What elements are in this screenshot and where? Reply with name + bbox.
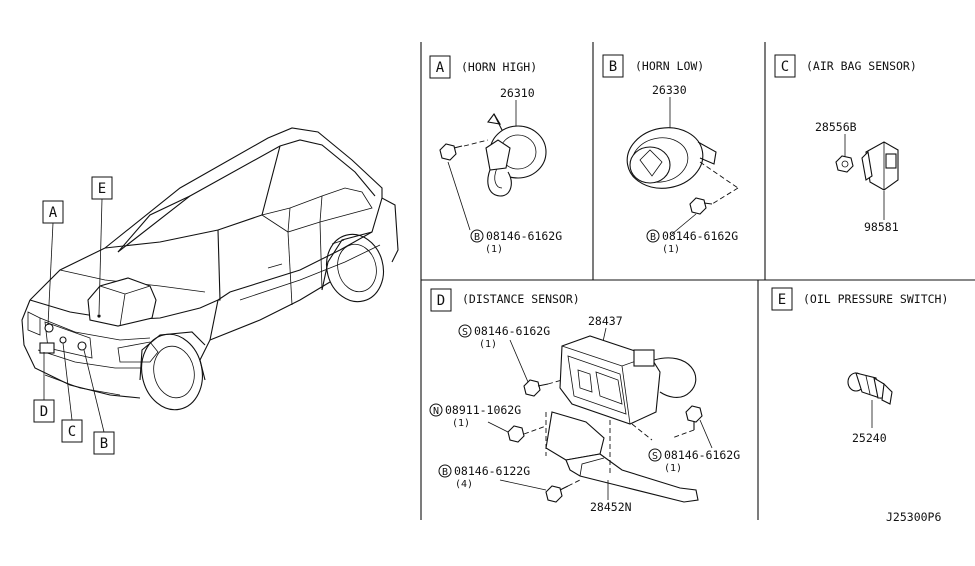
part-08146-6162G-label: 08146-6162G [486, 229, 562, 243]
horn-low [626, 127, 717, 189]
callout-C: C [61, 419, 83, 443]
svg-text:B: B [442, 467, 448, 478]
bolt-d [545, 479, 581, 503]
panel-a-bolt-prefix-circle [470, 229, 484, 243]
panel-b-title: (HORN LOW) [635, 59, 704, 73]
svg-text:(1): (1) [664, 463, 682, 474]
svg-text:D: D [437, 293, 445, 309]
nut-d [507, 425, 547, 443]
svg-text:N: N [433, 406, 439, 417]
nut-c [835, 155, 854, 173]
panel-e-letter-box [771, 287, 793, 311]
part-26330-label: 26330 [652, 83, 687, 97]
panel-d: D (DISTANCE SENSOR) 28437 S 08146-6162G … [429, 288, 740, 514]
part-08146-6162G-d1-label: 08146-6162G [474, 324, 550, 338]
panel-e-title: (OIL PRESSURE SWITCH) [803, 292, 948, 306]
panel-d-title: (DISTANCE SENSOR) [462, 292, 580, 306]
part-28437-label: 28437 [588, 314, 623, 328]
screw-d1 [523, 379, 563, 397]
part-28452N-label: 28452N [590, 500, 632, 514]
part-25240-label: 25240 [852, 431, 887, 445]
panel-a: A (HORN HIGH) 26310 B 08146-6162G (1) [429, 55, 562, 255]
svg-text:S: S [652, 451, 658, 462]
sensor-bracket [545, 411, 699, 503]
svg-text:B: B [100, 436, 108, 452]
callout-leaders [43, 198, 105, 433]
callout-B: B [93, 431, 115, 455]
callout-D: D [33, 399, 55, 423]
svg-text:C: C [68, 424, 76, 440]
svg-text:B: B [474, 232, 480, 243]
svg-text:E: E [778, 292, 786, 308]
svg-text:C: C [781, 59, 789, 75]
svg-text:E: E [98, 181, 106, 197]
part-98581-label: 98581 [864, 220, 899, 234]
svg-text:(1): (1) [662, 244, 680, 255]
distance-sensor [559, 335, 697, 425]
svg-text:(1): (1) [452, 418, 470, 429]
panel-d-letter-box [430, 288, 452, 312]
screw-d2 [671, 405, 703, 439]
svg-text:S: S [462, 327, 468, 338]
vehicle-illustration [21, 127, 399, 411]
panel-b-bolt-prefix-circle [646, 229, 660, 243]
oil-pressure-switch [847, 372, 893, 405]
part-26310-label: 26310 [500, 86, 535, 100]
panel-c-letter-box [774, 54, 796, 78]
horn-high [485, 113, 547, 197]
part-08146-6122G-label: 08146-6122G [454, 464, 530, 478]
panel-a-letter-box [429, 55, 451, 79]
air-bag-sensor [861, 141, 899, 191]
panel-a-title: (HORN HIGH) [461, 60, 537, 74]
panel-c-title: (AIR BAG SENSOR) [806, 59, 917, 73]
svg-text:A: A [436, 60, 445, 76]
part-08911-1062G-label: 08911-1062G [445, 403, 521, 417]
callout-A: A [42, 200, 64, 224]
svg-text:(4): (4) [455, 479, 473, 490]
diagram-id: J25300P6 [886, 510, 941, 524]
panel-c: C (AIR BAG SENSOR) 28556B 98581 [774, 54, 917, 234]
part-08146-6162G-b-label: 08146-6162G [662, 229, 738, 243]
bolt-a [439, 139, 489, 231]
panel-b: B (HORN LOW) 26330 B 08146-6162G (1) [602, 54, 739, 255]
svg-text:D: D [40, 404, 48, 420]
part-28556B-label: 28556B [815, 120, 857, 134]
svg-text:(1): (1) [485, 244, 503, 255]
svg-text:B: B [650, 232, 656, 243]
panel-dividers [420, 42, 975, 520]
panel-b-letter-box [602, 54, 624, 78]
svg-text:(1): (1) [479, 339, 497, 350]
callout-E: E [91, 176, 113, 200]
svg-text:B: B [609, 59, 617, 75]
part-08146-6162G-d2-label: 08146-6162G [664, 448, 740, 462]
panel-e: E (OIL PRESSURE SWITCH) 25240 [771, 287, 948, 445]
bolt-b [671, 197, 713, 235]
svg-text:A: A [49, 205, 58, 221]
